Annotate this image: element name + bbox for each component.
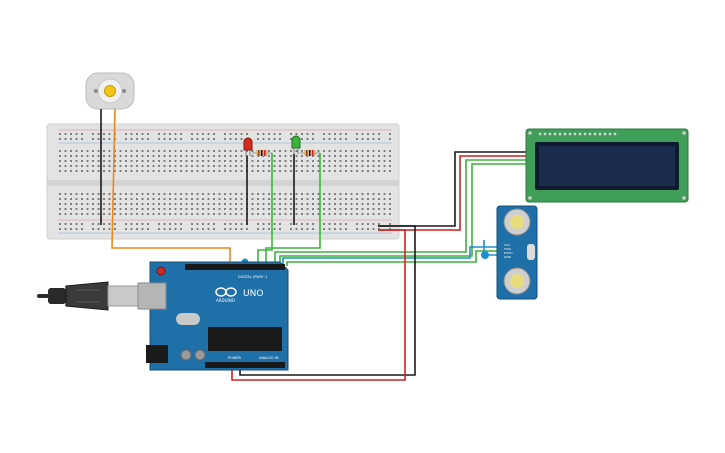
reset-button[interactable] [156,266,166,276]
wire-lcd-scl[interactable] [279,163,528,262]
wire-led-red-signal[interactable] [257,153,273,264]
arduino-power-label: POWER [228,356,242,360]
wire-led-green-signal[interactable] [265,153,321,264]
sonar-pin-vcc: VCC [504,243,510,247]
arduino-model-label: UNO [243,289,263,299]
usb-plug-icon [65,281,109,311]
arduino-brand-label: ARDUINO [216,298,235,303]
arduino-logo-icon [215,287,237,297]
wire-rail-vcc-lcd[interactable] [378,155,528,231]
led-red[interactable] [243,137,253,156]
dc-motor[interactable] [85,72,135,110]
arduino-digital-label: DIGITAL (PWM~) [238,275,268,279]
led-red-icon [243,137,253,151]
led-green[interactable] [291,135,301,154]
lcd-display[interactable] [525,128,689,203]
ultrasonic-sensor[interactable]: VCC TRIG ECHO GND [496,205,538,300]
lcd-header-pins [538,132,617,136]
breadboard-holes [59,133,391,230]
sonar-pin-trig: TRIG [503,247,512,251]
wire-sonar-trig[interactable] [282,246,498,264]
arduino-analog-label: ANALOG IN [259,356,279,360]
led-green-icon [291,135,301,149]
wire-motor-orange[interactable] [111,108,231,264]
sonar-pin-gnd: GND [504,255,512,259]
lcd-screen [539,146,675,186]
resistor-red-led[interactable] [252,150,272,156]
wire-rail-gnd-lcd[interactable] [378,151,528,227]
arduino-uno[interactable]: ARDUINO UNO DIGITAL (PWM~) POWER ANALOG … [137,261,289,371]
wire-junction [481,251,489,259]
dc-motor-icon [104,85,116,97]
usb-cable[interactable] [37,281,141,311]
wire-arduino-gnd[interactable] [239,225,416,376]
resistor-green-led[interactable] [300,150,320,156]
wires [100,108,528,381]
breadboard[interactable] [46,123,400,240]
wire-lcd-sda[interactable] [274,159,528,262]
sonar-pin-echo: ECHO [504,251,513,255]
wire-arduino-5v[interactable] [231,229,406,381]
